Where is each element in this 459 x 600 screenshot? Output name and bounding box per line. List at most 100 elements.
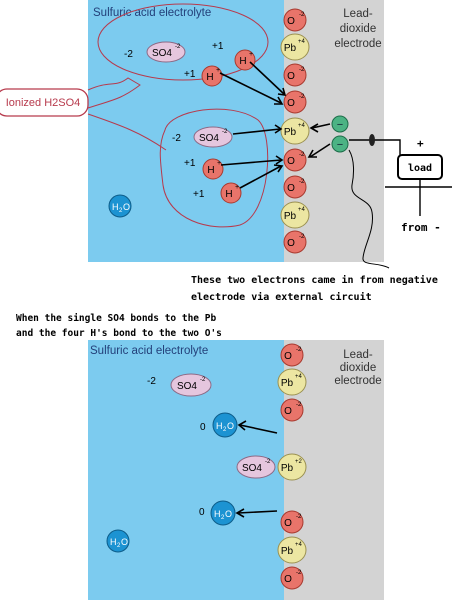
svg-text:+: + [417, 137, 424, 150]
oxygen-atom: O-2 [280, 566, 304, 590]
oxygen-atom: O-2 [280, 343, 304, 367]
electron: − [331, 115, 349, 133]
oxygen-atom: O -2 [283, 8, 307, 32]
ionized-label: Ionized H2SO4 [6, 97, 81, 109]
bottom-panel: Sulfuric acid electrolyte Lead- dioxide … [88, 340, 384, 600]
svg-text:O: O [287, 238, 295, 249]
svg-text:Lead-: Lead- [343, 8, 373, 20]
oxygen-atom: O-2 [283, 148, 307, 172]
svg-text:O: O [287, 156, 295, 167]
svg-text:Pb: Pb [281, 378, 294, 389]
svg-text:electrode via external circuit: electrode via external circuit [191, 291, 372, 303]
svg-text:O: O [284, 406, 292, 417]
svg-text:Lead-: Lead- [343, 349, 373, 361]
svg-text:H: H [216, 421, 223, 431]
svg-text:O: O [287, 98, 295, 109]
svg-text:+1: +1 [184, 158, 196, 169]
arrow [311, 123, 331, 129]
arrowhead [273, 164, 284, 173]
svg-text:+1: +1 [184, 69, 196, 80]
svg-text:O: O [227, 421, 234, 431]
svg-text:These two electrons came in fr: These two electrons came in from negativ… [191, 274, 438, 286]
svg-text:-2: -2 [299, 12, 305, 18]
svg-text:Pb: Pb [284, 43, 297, 54]
svg-text:H: H [110, 537, 117, 547]
arrow [232, 128, 281, 135]
svg-text:dioxide: dioxide [340, 23, 376, 35]
arrowhead [235, 508, 245, 518]
svg-text:H: H [214, 509, 221, 519]
group-1-outline [97, 3, 269, 81]
svg-text:-2: -2 [299, 179, 305, 185]
lead-atom: Pb+2 [277, 453, 307, 481]
arrowhead [274, 96, 284, 105]
callout-box [0, 88, 89, 117]
svg-text:-2: -2 [265, 459, 271, 465]
ion-group-2: -2 SO4-2 +1 H+ +1 H+ [159, 108, 269, 228]
svg-text:SO4: SO4 [152, 48, 172, 59]
hydrogen-ion: H+ [234, 49, 256, 71]
svg-text:H: H [239, 56, 246, 67]
svg-text:−: − [337, 119, 343, 131]
lead-atom: Pb+4 [280, 201, 310, 229]
svg-text:2: 2 [119, 208, 123, 214]
load-box [397, 154, 443, 180]
svg-text:-2: -2 [299, 234, 305, 240]
callout-connector-bottom [87, 113, 167, 151]
arrow [239, 165, 282, 189]
svg-text:+2: +2 [295, 459, 303, 465]
svg-text:2: 2 [117, 543, 121, 549]
svg-text:H: H [112, 202, 119, 212]
hydrogen-ion: H+ [201, 65, 223, 87]
arrow [237, 510, 278, 514]
sulfate-ion: SO4-2 [193, 126, 233, 148]
bottom-release-arrows [235, 420, 278, 518]
svg-text:SO4: SO4 [177, 381, 197, 392]
svg-text:-2: -2 [175, 44, 181, 50]
svg-text:+4: +4 [298, 39, 306, 45]
hydrogen-ion: H+ [220, 182, 242, 204]
group-2-outline [159, 108, 269, 228]
svg-text:2: 2 [221, 515, 225, 521]
svg-text:+4: +4 [298, 123, 306, 129]
svg-text:+: + [217, 160, 221, 167]
svg-text:+4: +4 [295, 374, 303, 380]
svg-text:-2: -2 [299, 67, 305, 73]
lead-atom: Pb+4 [277, 368, 307, 396]
arrowhead [277, 87, 287, 96]
svg-text:O: O [287, 16, 295, 27]
svg-text:Pb: Pb [281, 546, 294, 557]
svg-text:-2: -2 [147, 376, 156, 387]
svg-text:-2: -2 [296, 402, 302, 408]
oxygen-atom: O -2 [283, 90, 307, 114]
bonded-sulfate-ion: SO4-2 [236, 455, 276, 479]
top-bond-arrows [219, 61, 331, 189]
arrowhead [274, 124, 283, 134]
top-panel: Sulfuric acid electrolyte Lead- dioxide … [0, 0, 452, 303]
svg-text:+4: +4 [295, 542, 303, 548]
svg-text:O: O [284, 351, 292, 362]
terminal-icon [369, 134, 375, 146]
svg-text:+4: +4 [298, 207, 306, 213]
hydrogen-ion: H+ [202, 158, 224, 180]
svg-text:O: O [121, 537, 128, 547]
lead-atom: Pb+4 [280, 33, 310, 61]
electron-note: These two electrons came in from negativ… [191, 274, 438, 303]
svg-text:-2: -2 [299, 94, 305, 100]
svg-text:H: H [207, 165, 214, 176]
top-electrolyte-region [88, 0, 284, 262]
svg-text:O: O [287, 71, 295, 82]
svg-text:and the four H's bond to the t: and the four H's bond to the two O's [16, 328, 222, 339]
oxygen-atom: O -2 [283, 63, 307, 87]
svg-text:-2: -2 [200, 377, 206, 383]
load-label: load [408, 163, 432, 174]
svg-text:electrode: electrode [334, 375, 381, 387]
arrowhead [307, 149, 317, 158]
svg-text:+1: +1 [193, 189, 205, 200]
svg-text:-2: -2 [172, 133, 181, 144]
